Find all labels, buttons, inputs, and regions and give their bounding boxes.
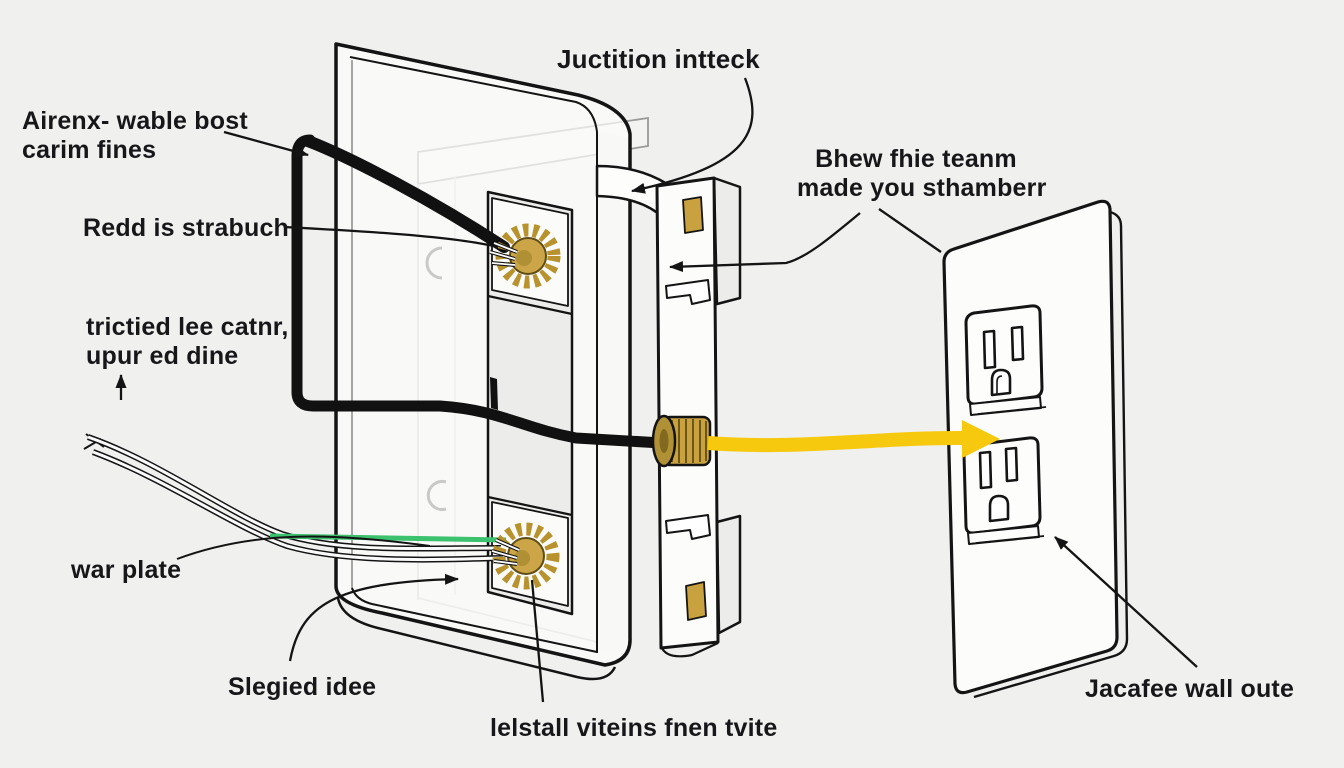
leader-sleeved [288, 573, 459, 662]
leader-war-plate [176, 535, 431, 560]
label-junction-box: Juctition intteck [557, 45, 760, 74]
leader-strip [669, 212, 861, 273]
leader-wall-outlet [1054, 536, 1198, 668]
mounting-strip [655, 176, 742, 658]
label-twisted-wires: trictied lee catnr, upur ed dine [86, 313, 289, 371]
label-sleeved: Slegied idee [228, 673, 376, 702]
slot-right [1004, 446, 1019, 483]
strip-clip-top [665, 279, 711, 305]
leader-cable-entry [223, 130, 309, 157]
ground-hole [990, 368, 1012, 397]
slot-left [982, 329, 997, 370]
leader-top-connector [283, 225, 499, 249]
yellow-feed-arrow [707, 420, 1000, 458]
label-red-wire: Redd is strabuch [83, 214, 289, 243]
label-install-text: lelstall viteins fnen tvite [490, 714, 778, 742]
label-red-wire-text: Redd is strabuch [83, 214, 290, 242]
wire-connector-bottom [491, 522, 560, 590]
strip-clip-bottom [665, 514, 711, 540]
label-mounting-strip-line2: made you sthamberr [797, 174, 1047, 202]
slot-left [978, 450, 993, 490]
label-mounting-strip: Bhew fhie teanm made you sthamberr [797, 145, 1047, 203]
label-mounting-strip-line1: Bhew fhie teanm [815, 145, 1017, 173]
label-twisted-wires-line1: trictied lee catnr, [86, 313, 289, 341]
outlet-bottom [962, 436, 1045, 545]
outlet-top [964, 304, 1047, 416]
label-cable-entry: Airenx- wable bost carim fines [22, 107, 248, 165]
label-install: lelstall viteins fnen tvite [490, 714, 777, 743]
barrel-connector [651, 414, 712, 468]
label-twisted-wires-line2: upur ed dine [86, 342, 239, 370]
wire-connector-top [489, 223, 561, 289]
label-junction-box-text: Juctition intteck [557, 44, 760, 74]
leader-plate-corner [878, 208, 942, 253]
ground-hole [988, 494, 1010, 523]
label-cable-entry-line2: carim fines [22, 136, 157, 164]
leader-install [530, 579, 545, 703]
brass-tab-top [682, 196, 704, 234]
brass-tab-bottom [685, 581, 707, 621]
label-wall-plate: war plate [71, 556, 181, 585]
slot-right [1010, 325, 1025, 362]
label-sleeved-text: Slegied idee [228, 673, 377, 701]
mounting-slot [490, 377, 498, 410]
label-wall-plate-text: war plate [71, 556, 182, 584]
callout-leaders [115, 77, 1198, 703]
wall-outlet-plate [942, 199, 1129, 699]
label-cable-entry-line1: Airenx- wable bost [22, 107, 248, 135]
cover-bottom-band [336, 597, 617, 681]
label-wall-outlet-text: Jacafee wall oute [1085, 675, 1295, 703]
leader-junction-box [631, 77, 754, 194]
label-wall-outlet: Jacafee wall oute [1085, 675, 1294, 704]
cover-outline [334, 42, 632, 667]
junction-box-cover [334, 42, 632, 681]
crescent-marks [425, 246, 447, 511]
